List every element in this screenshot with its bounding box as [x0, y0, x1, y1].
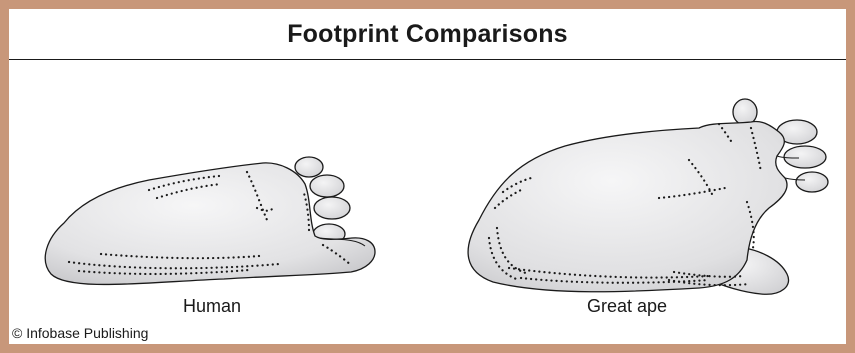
copyright-credit: © Infobase Publishing	[12, 325, 148, 341]
human-label: Human	[183, 296, 241, 317]
human-footprint	[45, 157, 375, 284]
human-toe-4	[314, 197, 350, 219]
title-bar: Footprint Comparisons	[9, 9, 846, 60]
ape-sole	[468, 121, 787, 291]
great-ape-label: Great ape	[587, 296, 667, 317]
human-toe-2	[295, 157, 323, 177]
footprints-illustration	[9, 60, 846, 344]
ape-toe-4	[796, 172, 828, 192]
figure-title: Footprint Comparisons	[287, 20, 568, 49]
ape-toe-3	[784, 146, 826, 168]
great-ape-footprint	[468, 99, 828, 294]
human-toe-3	[310, 175, 344, 197]
